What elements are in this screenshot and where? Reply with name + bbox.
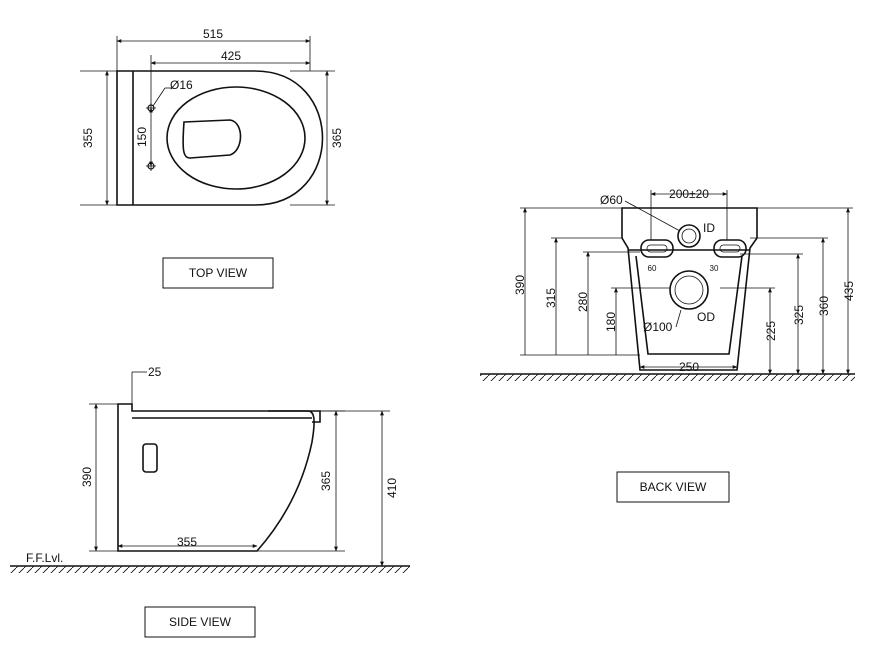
dim-h435: 435 bbox=[842, 281, 856, 301]
dim-total-height: 410 bbox=[385, 478, 399, 498]
dim-outlet-dia: Ø100 bbox=[643, 320, 673, 334]
back-view-slot-right bbox=[713, 239, 747, 258]
dim-inlet-dia: Ø60 bbox=[600, 193, 623, 207]
dim-h280: 280 bbox=[576, 292, 590, 312]
back-view-label: BACK VIEW bbox=[640, 480, 707, 494]
inlet-tag: ID bbox=[703, 221, 715, 235]
dim-back-height: 390 bbox=[80, 467, 94, 487]
top-view-bowl-opening bbox=[182, 119, 242, 159]
back-view-outlet bbox=[669, 270, 709, 310]
top-view-body-outline bbox=[116, 70, 324, 206]
back-view-body-outline bbox=[621, 207, 758, 371]
back-view-slot-left-inner bbox=[646, 244, 668, 253]
outlet-tag: OD bbox=[697, 310, 715, 324]
dim-hole-dia: Ø16 bbox=[170, 78, 193, 92]
back-view-slot-left bbox=[640, 239, 674, 258]
dim-h360: 360 bbox=[817, 296, 831, 316]
top-view-label-box bbox=[162, 257, 274, 289]
dim-h325: 325 bbox=[792, 305, 806, 325]
dim-bolt-spacing: 150 bbox=[135, 127, 149, 147]
dim-h390: 390 bbox=[513, 275, 527, 295]
slot-right-label: 30 bbox=[710, 264, 719, 273]
top-view: 515 425 355 365 150 Ø16 TOP VIEW bbox=[80, 27, 344, 289]
back-view-slot-right-inner bbox=[719, 244, 741, 253]
back-view-label-box bbox=[616, 471, 730, 503]
dim-base-width: 250 bbox=[679, 360, 699, 374]
dim-depth: 355 bbox=[81, 128, 95, 148]
back-view-inlet bbox=[677, 224, 701, 248]
side-view-label-box bbox=[144, 606, 256, 638]
top-view-label: TOP VIEW bbox=[189, 266, 248, 280]
dim-overall-length: 515 bbox=[203, 27, 223, 41]
side-view-label: SIDE VIEW bbox=[169, 615, 232, 629]
dim-bolt-to-front: 425 bbox=[221, 49, 241, 63]
side-view-body-outline bbox=[117, 403, 315, 552]
side-view-inlet-slot bbox=[142, 443, 158, 473]
top-view-bowl-rim bbox=[166, 86, 306, 190]
dim-rim-height: 365 bbox=[319, 471, 333, 491]
dim-h180: 180 bbox=[604, 312, 618, 332]
dim-top-thickness: 25 bbox=[148, 365, 162, 379]
slot-left-label: 60 bbox=[648, 264, 657, 273]
back-view-floor-hatch bbox=[480, 374, 855, 381]
dim-h315: 315 bbox=[544, 288, 558, 308]
back-view: Ø60 200±20 ID 60 30 Ø100 OD 250 390 315 … bbox=[480, 187, 856, 503]
side-view-floor-label: F.F.Lvl. bbox=[26, 551, 63, 565]
side-view-floor-hatch bbox=[10, 566, 410, 573]
dim-inlet-spacing: 200±20 bbox=[669, 187, 709, 201]
side-view: F.F.Lvl. 25 390 355 365 410 SIDE VIEW bbox=[10, 365, 410, 638]
dim-width: 365 bbox=[330, 128, 344, 148]
dim-base-length: 355 bbox=[177, 535, 197, 549]
dim-h225: 225 bbox=[764, 321, 778, 341]
